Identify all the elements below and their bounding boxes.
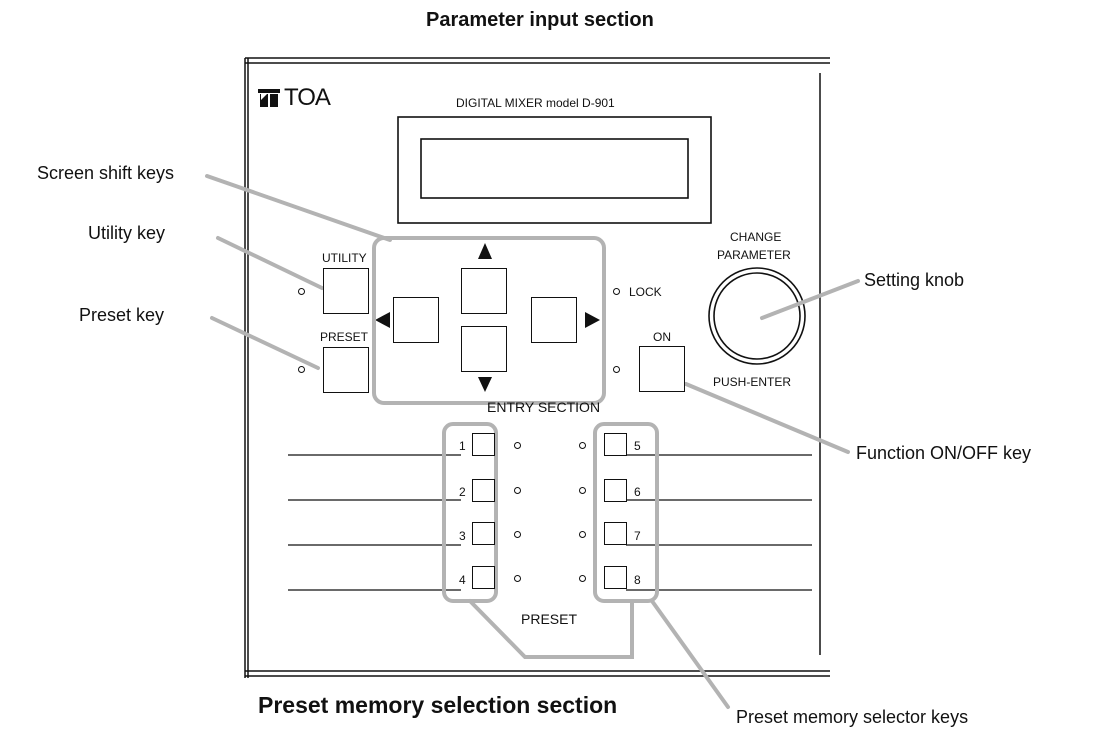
lock-label: LOCK (629, 285, 662, 299)
lcd-screen (420, 138, 689, 199)
function-on-button[interactable] (639, 346, 685, 392)
utility-button[interactable] (323, 268, 369, 314)
preset-number-2: 2 (459, 485, 466, 499)
preset-led-8 (579, 575, 586, 582)
panel-frame (244, 57, 830, 678)
preset-key-2[interactable] (472, 479, 495, 502)
heading-parameter-input: Parameter input section (426, 9, 654, 31)
callout-function-onoff-key: Function ON/OFF key (856, 443, 1032, 463)
callout-preset-key: Preset key (79, 305, 165, 325)
preset-number-7: 7 (634, 529, 641, 543)
preset-key-1[interactable] (472, 433, 495, 456)
preset-section-label: PRESET (521, 611, 578, 627)
callout-screen-shift-keys: Screen shift keys (37, 163, 175, 183)
preset-right-highlight (593, 422, 659, 603)
utility-led (298, 288, 305, 295)
utility-label: UTILITY (322, 251, 367, 265)
setting-knob[interactable] (709, 268, 805, 364)
preset-number-6: 6 (634, 485, 641, 499)
preset-led-4 (514, 575, 521, 582)
preset-number-1: 1 (459, 439, 466, 453)
preset-led-7 (579, 531, 586, 538)
down-shift-button[interactable] (461, 326, 507, 372)
model-label: DIGITAL MIXER model D-901 (456, 96, 615, 110)
preset-number-8: 8 (634, 573, 641, 587)
push-enter-label: PUSH-ENTER (713, 375, 792, 389)
arrow-left-icon (375, 312, 390, 328)
arrow-down-icon (478, 377, 492, 392)
on-label: ON (653, 330, 671, 344)
preset-key-8[interactable] (604, 566, 627, 589)
change-label: CHANGE (730, 230, 782, 244)
arrow-up-icon (478, 243, 492, 259)
preset-led-2 (514, 487, 521, 494)
preset-key-7[interactable] (604, 522, 627, 545)
entry-keys-highlight (372, 236, 606, 405)
preset-key-5[interactable] (604, 433, 627, 456)
heading-preset-memory: Preset memory selection section (258, 692, 618, 718)
preset-number-3: 3 (459, 529, 466, 543)
preset-label: PRESET (320, 330, 369, 344)
entry-section-label: ENTRY SECTION (487, 399, 601, 415)
preset-button[interactable] (323, 347, 369, 393)
preset-number-5: 5 (634, 439, 641, 453)
up-shift-button[interactable] (461, 268, 507, 314)
parameter-label: PARAMETER (717, 248, 791, 262)
preset-key-4[interactable] (472, 566, 495, 589)
toa-logo-icon (258, 89, 280, 107)
callout-setting-knob: Setting knob (864, 270, 965, 290)
on-led (613, 366, 620, 373)
rotary-knob-icon (708, 267, 806, 365)
preset-key-6[interactable] (604, 479, 627, 502)
left-shift-button[interactable] (393, 297, 439, 343)
arrow-right-icon (585, 312, 600, 328)
callout-utility-key: Utility key (88, 223, 166, 243)
right-shift-button[interactable] (531, 297, 577, 343)
preset-number-4: 4 (459, 573, 466, 587)
preset-led (298, 366, 305, 373)
preset-led-3 (514, 531, 521, 538)
callout-preset-selector-keys: Preset memory selector keys (736, 707, 969, 727)
preset-led-5 (579, 442, 586, 449)
preset-led-1 (514, 442, 521, 449)
lcd-bezel (397, 116, 712, 224)
preset-label-lines (288, 454, 812, 591)
preset-key-3[interactable] (472, 522, 495, 545)
callout-leaders (205, 174, 860, 709)
brand-name: TOA (284, 84, 331, 111)
preset-led-6 (579, 487, 586, 494)
lock-led (613, 288, 620, 295)
